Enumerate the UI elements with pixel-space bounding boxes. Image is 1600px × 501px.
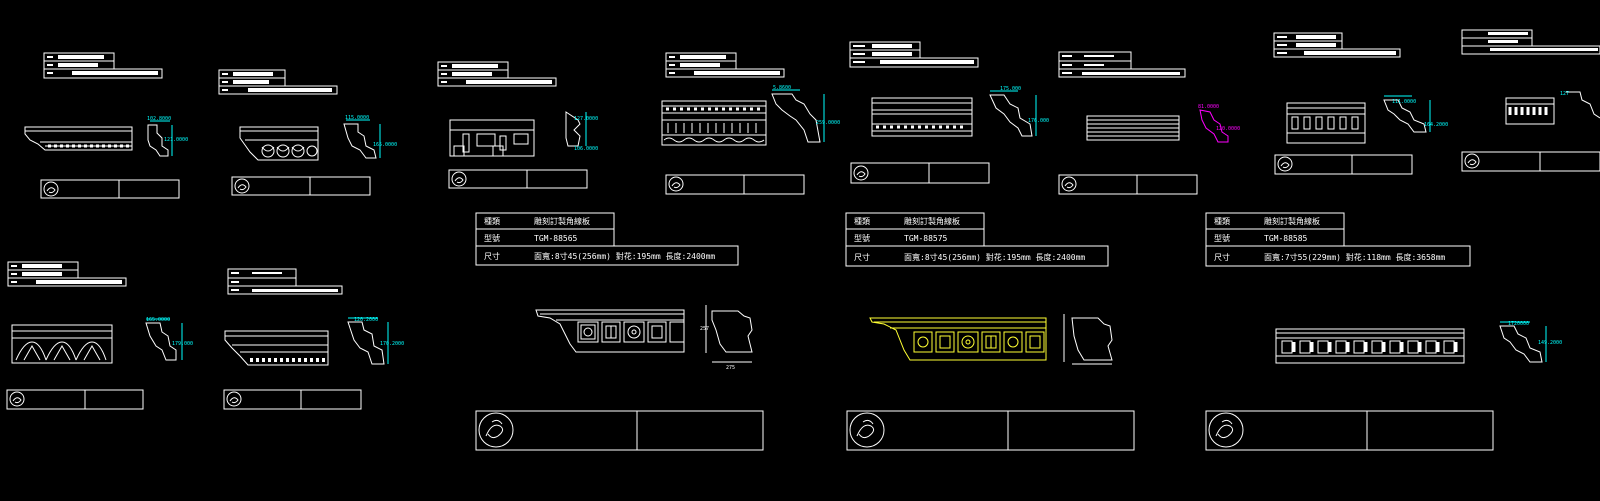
mini-titleblock-6: [1058, 51, 1186, 78]
dim-label: 120.0000: [1216, 126, 1240, 132]
spec-size-label: 尺寸: [854, 252, 870, 262]
dim-label: 81.0000: [1198, 104, 1219, 110]
dim-label: 179.000: [172, 341, 193, 347]
dim-label: 257: [700, 326, 709, 332]
spec-size-value: 面寬:8寸45(256mm) 對花:195mm 長度:2400mm: [904, 252, 1085, 262]
dim-label: 175.000: [1000, 86, 1021, 92]
title-strip-11: [475, 410, 764, 451]
molding-elevation-8: [1505, 97, 1555, 125]
molding-elevation-11: [535, 309, 685, 353]
molding-elevation-9: [11, 324, 113, 364]
spec-table-1: 種類 雕刻訂製角線板 型號 TGM-88565 尺寸 面寬:8寸45(256mm…: [475, 212, 739, 266]
mini-titleblock-7: [1273, 32, 1401, 58]
dim-label: 176.000: [1028, 118, 1049, 124]
molding-profile-3: 127.0000 106.0000: [565, 111, 598, 152]
spec-size-value: 面寬:8寸45(256mm) 對花:195mm 長度:2400mm: [534, 251, 715, 261]
title-strip-7: [1274, 154, 1413, 175]
title-strip-10: [223, 389, 362, 410]
title-strip-2: [231, 176, 371, 196]
molding-elevation-12: [869, 317, 1047, 361]
dim-label: 111.0000: [1392, 99, 1416, 105]
molding-elevation-6: [1086, 115, 1180, 141]
spec-type-label: 種類: [484, 216, 500, 226]
dim-label: 165.0000: [373, 142, 397, 148]
molding-elevation-5: [871, 97, 973, 137]
spec-size-label: 尺寸: [484, 251, 500, 261]
dim-label: 120.2000: [354, 317, 378, 323]
molding-profile-10: 120.2000 170.2000: [347, 317, 404, 365]
spec-model-label: 型號: [854, 233, 870, 243]
molding-profile-4: 5.8600 259.0000: [771, 85, 840, 143]
dim-label: 164.2000: [1424, 122, 1448, 128]
spec-model-label: 型號: [484, 233, 500, 243]
molding-profile-13: 1720000 149.2000: [1499, 321, 1562, 363]
title-strip-12: [846, 410, 1135, 451]
molding-elevation-2: [239, 126, 319, 161]
dim-label: 121.0000: [164, 137, 188, 143]
spec-model-value: TGM-88565: [534, 234, 578, 243]
title-strip-9: [6, 389, 144, 410]
dim-label: 259.0000: [816, 120, 840, 126]
spec-model-label: 型號: [1214, 233, 1230, 243]
title-strip-8: [1461, 151, 1600, 172]
spec-table-3: 種類 雕刻訂製角線板 型號 TGM-88585 尺寸 面寬:7寸55(229mm…: [1205, 212, 1471, 267]
dim-label: 115.0000: [345, 115, 369, 121]
spec-size-value: 面寬:7寸55(229mm) 對花:118mm 長度:3658mm: [1264, 252, 1445, 262]
molding-profile-11: 257 275: [700, 305, 753, 371]
spec-type-label: 種類: [1214, 216, 1230, 226]
spec-model-value: TGM-88575: [904, 234, 948, 243]
spec-size-label: 尺寸: [1214, 252, 1230, 262]
molding-elevation-1: [24, 126, 133, 151]
dim-label: 106.0000: [574, 146, 598, 152]
mini-titleblock-9: [7, 261, 127, 287]
molding-profile-7: 111.0000 164.2000: [1383, 95, 1448, 133]
mini-titleblock-2: [218, 69, 338, 95]
title-strip-5: [850, 162, 990, 184]
mini-titleblock-5: [849, 41, 979, 68]
mini-titleblock-10: [227, 268, 343, 295]
molding-profile-2: 115.0000 165.0000: [343, 115, 397, 159]
dim-label: 275: [726, 365, 735, 371]
molding-profile-6: 81.0000 120.0000: [1198, 104, 1240, 143]
title-strip-3: [448, 169, 588, 189]
dim-label: 5.8600: [773, 85, 791, 91]
dim-label: 165.0000: [146, 317, 170, 323]
spec-type-value: 雕刻訂製角線板: [904, 216, 960, 226]
dim-label: 102.8000: [147, 116, 171, 122]
spec-model-value: TGM-88585: [1264, 234, 1308, 243]
molding-elevation-10: [224, 330, 329, 366]
spec-type-value: 雕刻訂製角線板: [534, 216, 590, 226]
dim-label: 127: [1560, 91, 1569, 97]
molding-elevation-7: [1286, 102, 1366, 144]
title-strip-6: [1058, 174, 1198, 195]
molding-profile-12: [1063, 314, 1113, 365]
title-strip-1: [40, 179, 180, 199]
dim-label: 170.2000: [380, 341, 404, 347]
molding-elevation-13: [1275, 328, 1465, 364]
dim-label: 1720000: [1508, 321, 1529, 327]
mini-titleblock-8: [1461, 29, 1600, 55]
mini-titleblock-4: [665, 52, 785, 78]
title-strip-4: [665, 174, 805, 195]
molding-profile-1: 102.8000 121.0000: [147, 116, 188, 157]
title-strip-13: [1205, 410, 1494, 451]
spec-type-value: 雕刻訂製角線板: [1264, 216, 1320, 226]
molding-profile-9: 165.0000 179.000: [145, 317, 193, 361]
mini-titleblock-1: [43, 52, 163, 79]
molding-profile-5: 175.000 176.000: [989, 86, 1049, 137]
mini-titleblock-3: [437, 61, 557, 87]
dim-label: 149.2000: [1538, 340, 1562, 346]
spec-table-2: 種類 雕刻訂製角線板 型號 TGM-88575 尺寸 面寬:8寸45(256mm…: [845, 212, 1109, 267]
molding-elevation-4: [661, 100, 767, 146]
molding-profile-8: 127: [1560, 91, 1600, 119]
spec-type-label: 種類: [854, 216, 870, 226]
molding-elevation-3: [449, 119, 535, 157]
